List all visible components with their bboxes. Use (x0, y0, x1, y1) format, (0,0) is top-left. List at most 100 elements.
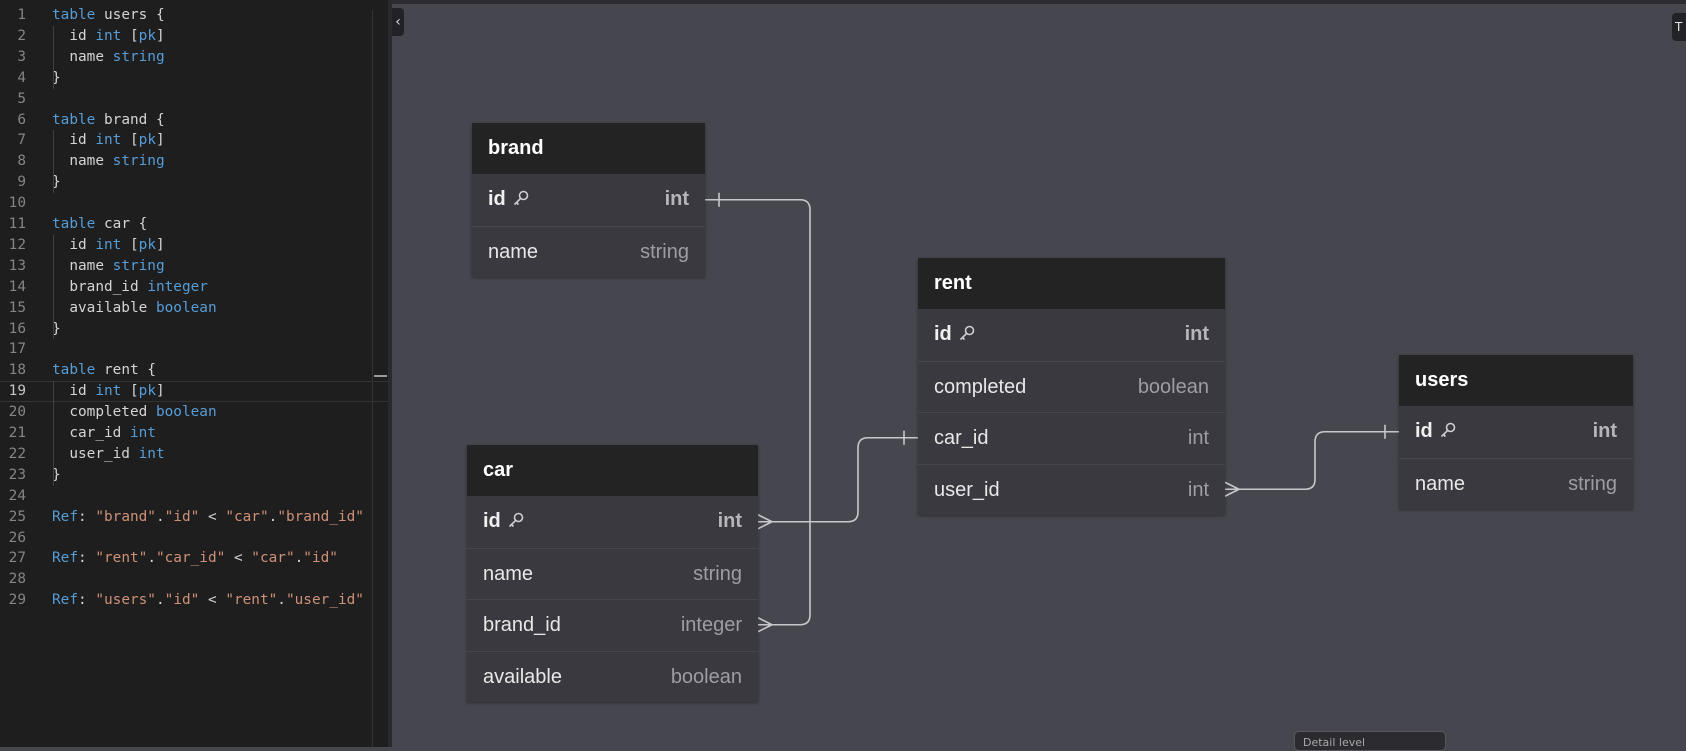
field-row[interactable]: available boolean (467, 650, 758, 703)
detail-level-popup[interactable]: Detail level (1294, 731, 1446, 751)
code-line[interactable]: 13 name string (0, 256, 388, 277)
code-line[interactable]: 19 id int [pk] (0, 381, 388, 403)
code-line[interactable]: 2 id int [pk] (0, 26, 388, 47)
code-line[interactable]: 21 car_id int (0, 423, 388, 444)
code-token: ] (155, 27, 165, 44)
field-row[interactable]: id int (467, 496, 758, 548)
relationship-layer (705, 192, 1399, 633)
field-name: id (483, 496, 525, 547)
code-line[interactable]: 12 id int [pk] (0, 235, 388, 256)
code-token: users { (95, 7, 165, 23)
code-token: "car_id" (155, 550, 226, 567)
code-line[interactable]: 8 name string (0, 151, 388, 172)
code-line[interactable]: 24 (0, 486, 388, 507)
code-text: user_id int (52, 444, 164, 465)
table-header[interactable]: users (1399, 355, 1633, 406)
line-number: 16 (8, 320, 26, 337)
chevron-left-icon: ‹ (395, 14, 401, 30)
code-line[interactable]: 17 (0, 339, 388, 360)
code-line[interactable]: 28 (0, 569, 388, 590)
code-token: id (52, 236, 96, 253)
code-line[interactable]: 10 (0, 193, 388, 214)
relationship-line (758, 436, 918, 523)
code-token: : (78, 550, 96, 567)
code-token: "rent" (95, 550, 148, 567)
line-number: 2 (17, 27, 26, 44)
code-line[interactable]: 3 name string (0, 47, 388, 68)
field-type: int (717, 510, 742, 532)
many-marker (1224, 481, 1240, 497)
code-line[interactable]: 14 brand_id integer (0, 277, 388, 298)
code-token: string (112, 48, 165, 65)
field-name-text: id (488, 188, 506, 210)
code-token: table (52, 362, 96, 379)
code-line[interactable]: 5 (0, 89, 388, 110)
code-token: name (52, 257, 113, 274)
relationship-line (1225, 430, 1399, 491)
line-number: 19 (8, 383, 26, 400)
table-header[interactable]: car (467, 445, 758, 496)
code-line[interactable]: 7 id int [pk] (0, 130, 388, 151)
table-header[interactable]: rent (918, 258, 1225, 309)
editor-divider (372, 10, 373, 747)
line-number: 7 (17, 132, 26, 149)
code-line[interactable]: 26 (0, 528, 388, 549)
table-header[interactable]: brand (472, 123, 705, 174)
line-number: 10 (8, 195, 26, 212)
indent-guide (53, 130, 54, 194)
line-number: 1 (17, 7, 26, 23)
field-name: user_id (934, 465, 1000, 516)
collapse-editor-button[interactable]: ‹ (392, 8, 404, 36)
code-line[interactable]: 20 completed boolean (0, 402, 388, 423)
field-name-text: user_id (934, 478, 1000, 501)
code-token: } (52, 466, 61, 483)
key-icon (506, 188, 530, 210)
key-icon (501, 510, 525, 532)
code-token: "car" (251, 550, 295, 567)
code-line[interactable]: 22 user_id int (0, 444, 388, 465)
code-line[interactable]: 23} (0, 465, 388, 486)
field-type: boolean (670, 665, 742, 688)
pane-splitter[interactable] (388, 0, 392, 747)
code-token: : (78, 508, 96, 525)
code-line[interactable]: 15 available boolean (0, 298, 388, 319)
field-name: name (488, 227, 538, 278)
corner-panel-tab[interactable]: T (1672, 13, 1686, 41)
field-name-text: available (483, 665, 562, 688)
code-token: [ (121, 132, 139, 149)
line-number: 15 (8, 299, 26, 316)
code-line[interactable]: 16} (0, 319, 388, 340)
code-line[interactable]: 9} (0, 172, 388, 193)
code-line[interactable]: 4} (0, 68, 388, 89)
field-type: string (1568, 472, 1617, 495)
code-token: completed (52, 404, 156, 421)
line-number: 12 (8, 236, 26, 253)
code-text: Ref: "brand"."id" < "car"."brand_id" (52, 507, 364, 528)
line-number: 27 (8, 550, 26, 567)
